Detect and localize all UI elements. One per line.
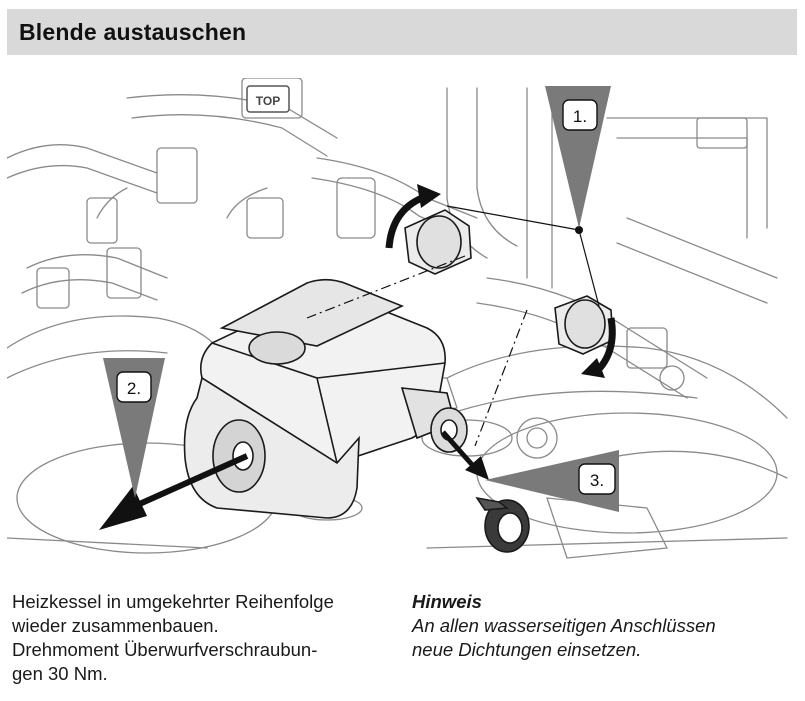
callout-3-label: 3.: [590, 471, 604, 490]
callout-2-label: 2.: [127, 379, 141, 398]
pull-arrow-cap: [441, 430, 489, 480]
instruction-text: Heizkessel in umgekehrter Reihenfolge wi…: [12, 590, 392, 686]
union-nut-top: [404, 209, 472, 275]
instruction-line-3: Drehmoment Überwurfverschraubun-: [12, 639, 318, 660]
rotation-arrow-top: [385, 184, 441, 249]
callout-3: 3.: [485, 450, 619, 512]
section-title: Blende austauschen: [19, 19, 247, 45]
instruction-line-1: Heizkessel in umgekehrter Reihenfolge: [12, 591, 334, 612]
pump-illustration: TOP: [7, 78, 788, 559]
top-label-plate: TOP: [246, 85, 290, 113]
section-header: Blende austauschen: [7, 9, 797, 55]
callout-1-label: 1.: [573, 107, 587, 126]
note-box: Hinweis An allen wasserseitigen Anschlüs…: [412, 590, 797, 662]
instruction-line-2: wieder zusammenbauen.: [12, 615, 219, 636]
circulation-pump: [183, 278, 468, 519]
instruction-line-4: gen 30 Nm.: [12, 663, 108, 684]
callout-1: 1.: [545, 86, 611, 228]
callout-2: 2.: [103, 358, 165, 498]
note-line-2: neue Dichtungen einsetzen.: [412, 639, 642, 660]
union-nut-right: [554, 295, 614, 355]
note-title: Hinweis: [412, 591, 482, 612]
rotation-arrow-right: [581, 317, 616, 378]
note-line-1: An allen wasserseitigen Anschlüssen: [412, 615, 716, 636]
top-label-text: TOP: [256, 94, 280, 108]
blanking-cap: [475, 496, 530, 553]
